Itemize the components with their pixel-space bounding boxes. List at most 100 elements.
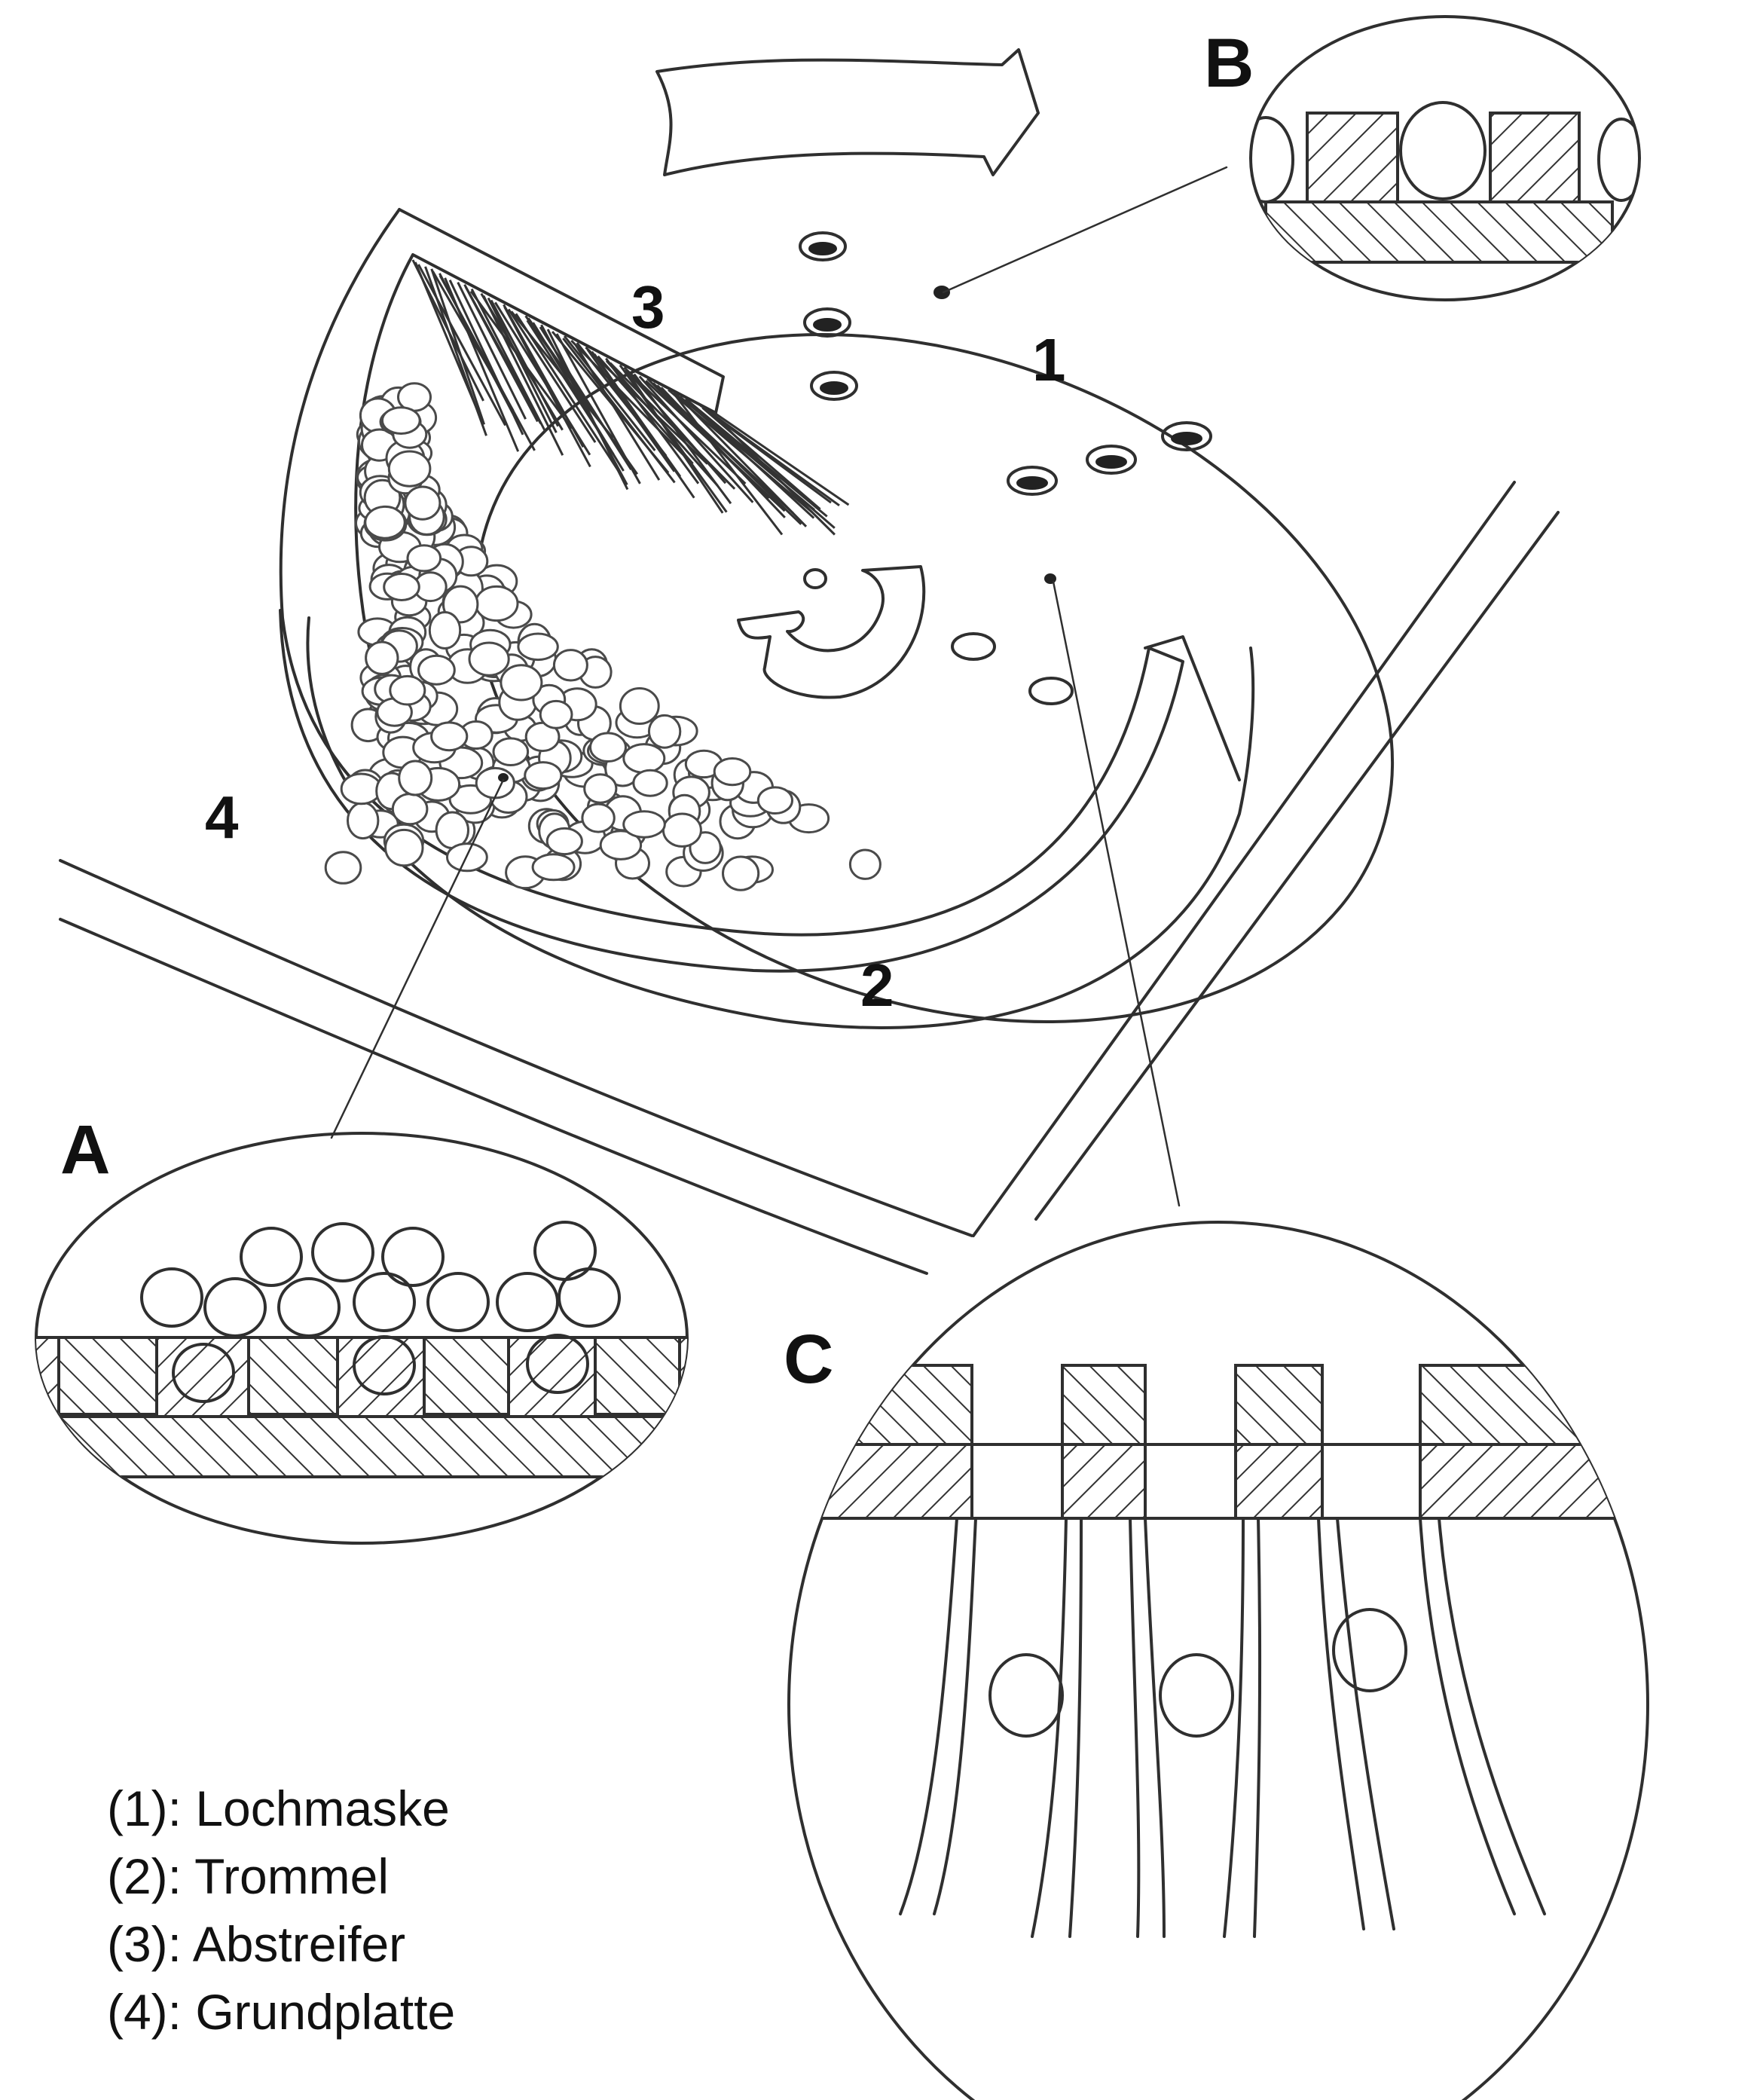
seed xyxy=(552,649,588,682)
brush-bristle xyxy=(704,408,832,504)
rotation-arrow-inner xyxy=(737,565,926,699)
brush-bristle xyxy=(482,295,564,456)
detail-leader-lines xyxy=(330,166,1228,1207)
seed xyxy=(347,801,380,840)
legend-key: (2): xyxy=(107,1848,182,1904)
legend-key: (4): xyxy=(107,1984,182,2040)
brush-bristle xyxy=(562,338,676,484)
seed xyxy=(468,641,510,677)
legend-item-1: (1): Lochmaske xyxy=(107,1774,455,1842)
seed xyxy=(404,485,442,521)
seed xyxy=(526,1334,589,1394)
brush-bristle xyxy=(688,402,815,519)
seed xyxy=(622,743,666,774)
seed xyxy=(545,827,583,856)
legend-text: Abstreifer xyxy=(192,1916,406,1972)
label-part-1: 1 xyxy=(1032,326,1066,393)
brush-bristle xyxy=(563,335,656,451)
brush-bristle xyxy=(503,306,591,468)
brush-bristle xyxy=(490,299,560,427)
seed xyxy=(324,851,362,885)
brush-bristle xyxy=(417,264,507,426)
brush-bristle xyxy=(712,411,850,506)
brush-bristle xyxy=(430,268,486,425)
seed xyxy=(583,773,618,804)
seed xyxy=(662,812,702,848)
brush-bristle xyxy=(487,297,558,433)
legend-item-3: (3): Abstreifer xyxy=(107,1910,455,1978)
brush-bristle xyxy=(470,288,547,433)
brush-bristle xyxy=(424,266,487,436)
seed xyxy=(848,848,882,880)
seed xyxy=(365,640,399,675)
brush-bristle xyxy=(674,393,784,536)
legend-text: Lochmaske xyxy=(195,1781,450,1836)
seed xyxy=(380,406,421,435)
label-part-4: 4 xyxy=(205,784,239,851)
seed xyxy=(475,766,515,799)
seed xyxy=(428,611,462,650)
brush-bristle xyxy=(444,277,520,452)
seed xyxy=(383,573,420,601)
legend-key: (3): xyxy=(107,1916,182,1972)
detail-a xyxy=(35,1132,689,1545)
brush-bristle xyxy=(586,348,676,472)
detail-b xyxy=(1249,15,1641,301)
seed xyxy=(364,505,406,540)
seed xyxy=(496,1272,559,1332)
seed xyxy=(632,769,668,797)
brush-bristle xyxy=(574,344,661,481)
brush-bristle xyxy=(605,357,700,484)
legend-key: (1): xyxy=(107,1781,182,1836)
brush-bristle xyxy=(686,400,836,529)
seed xyxy=(311,1222,374,1282)
seed xyxy=(277,1277,341,1337)
seed xyxy=(387,450,432,488)
seed xyxy=(500,664,543,702)
seed xyxy=(340,772,383,805)
brush-bristle xyxy=(515,313,621,473)
brush-bristle xyxy=(507,308,597,443)
seed xyxy=(384,828,424,867)
brush-bristle xyxy=(532,322,625,472)
seed xyxy=(417,654,456,686)
label-detail-b: B xyxy=(1204,25,1254,102)
seed xyxy=(381,1227,445,1287)
brush-bristle xyxy=(712,413,836,536)
legend-text: Trommel xyxy=(194,1848,390,1904)
label-part-3: 3 xyxy=(631,274,665,341)
brush-bristle xyxy=(464,286,539,423)
seed xyxy=(619,687,660,725)
seed xyxy=(474,585,519,622)
seed xyxy=(240,1227,303,1287)
legend-text: Grundplatte xyxy=(195,1984,456,2040)
brush-bristle xyxy=(555,333,641,484)
label-detail-a: A xyxy=(60,1111,111,1188)
base-plate xyxy=(59,481,1560,1275)
seed xyxy=(426,1272,490,1332)
seed xyxy=(140,1267,203,1328)
legend: (1): Lochmaske (2): Trommel (3): Abstrei… xyxy=(107,1774,455,2046)
seed xyxy=(406,544,442,573)
brush-bristle xyxy=(457,282,527,420)
brush-bristle xyxy=(673,391,808,527)
scraper-brush xyxy=(411,259,850,536)
seed xyxy=(353,1272,416,1332)
seed xyxy=(647,714,682,749)
seed xyxy=(398,760,433,796)
seed-pile xyxy=(324,382,882,891)
label-part-2: 2 xyxy=(860,952,894,1019)
seed xyxy=(558,1267,621,1328)
seed xyxy=(531,853,576,882)
brush-bristle xyxy=(539,326,632,471)
label-detail-c: C xyxy=(784,1321,834,1398)
legend-item-4: (4): Grundplatte xyxy=(107,1978,455,2046)
brush-bristle xyxy=(448,280,524,436)
seed xyxy=(722,855,760,891)
brush-bristle xyxy=(546,329,629,491)
seed xyxy=(524,761,563,790)
seed xyxy=(172,1343,235,1403)
seed xyxy=(391,793,429,826)
brush-bristle xyxy=(627,371,727,484)
